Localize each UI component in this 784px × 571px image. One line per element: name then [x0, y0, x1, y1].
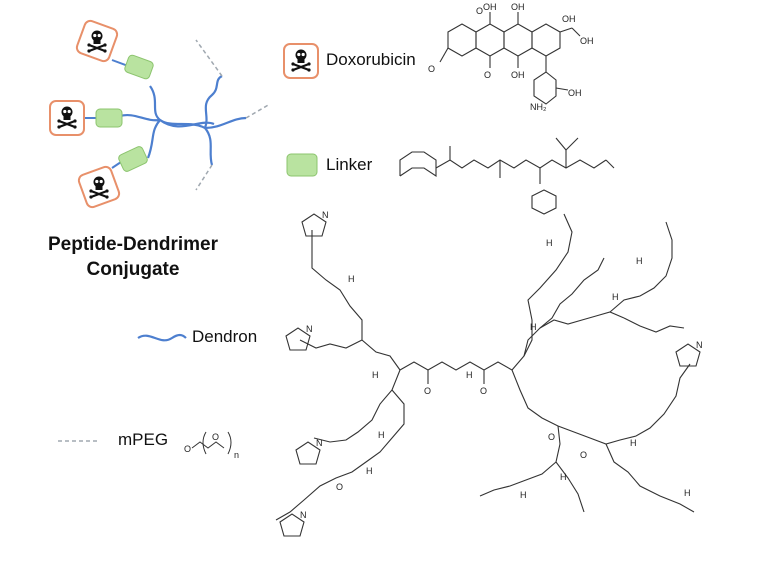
amide-o-5: O: [336, 482, 343, 492]
legend-mpeg-label: mPEG: [118, 430, 168, 450]
triazole-n-3: N: [316, 438, 323, 448]
dox-o-1: O: [476, 6, 483, 16]
dox-oh-5: OH: [562, 14, 576, 24]
triazole-n-2: N: [306, 324, 313, 334]
drug-box-2: [50, 101, 84, 135]
drug-box-1: [75, 19, 119, 63]
amide-o-1: O: [424, 386, 431, 396]
dox-oh-4: OH: [580, 36, 594, 46]
amide-h-6: H: [546, 238, 553, 248]
linker-structure: [400, 138, 614, 214]
amide-h-3: H: [348, 274, 355, 284]
amide-h-5: H: [612, 292, 619, 302]
amide-h-13: H: [366, 466, 373, 476]
drug-box-3: [77, 165, 121, 209]
dox-nh2: NH₂: [530, 102, 547, 112]
mpeg-o-2: O: [212, 432, 219, 442]
amide-h-12: H: [378, 430, 385, 440]
title-line-1: Peptide-Dendrimer: [28, 232, 238, 257]
amide-o-4: O: [580, 450, 587, 460]
legend-doxorubicin-label: Doxorubicin: [326, 50, 416, 70]
amide-h-7: H: [636, 256, 643, 266]
amide-h-11: H: [684, 488, 691, 498]
triazole-n-4: N: [300, 510, 307, 520]
doxorubicin-structure: [440, 12, 580, 104]
dox-oh-2: OH: [511, 2, 525, 12]
amide-h-1: H: [372, 370, 379, 380]
amide-h-8: H: [630, 438, 637, 448]
amide-h-9: H: [560, 472, 567, 482]
dox-o-3: O: [428, 64, 435, 74]
amide-o-2: O: [480, 386, 487, 396]
dox-o-2: O: [484, 70, 491, 80]
legend-dendron-marker: [138, 335, 186, 340]
dox-oh-1: OH: [483, 2, 497, 12]
mpeg-subscript-n: n: [234, 450, 239, 460]
title-line-2: Conjugate: [28, 257, 238, 282]
legend-doxorubicin-marker: [284, 44, 318, 78]
amide-h-10: H: [520, 490, 527, 500]
legend-linker-label: Linker: [326, 155, 372, 175]
legend-dendron-label: Dendron: [192, 327, 257, 347]
diagram-title: Peptide-Dendrimer Conjugate: [28, 232, 238, 282]
legend-linker-marker: [287, 154, 317, 176]
triazole-n-5: N: [696, 340, 703, 350]
conjugate-schematic: [50, 19, 270, 209]
dox-oh-6: OH: [568, 88, 582, 98]
dendrimer-structure: [276, 214, 694, 520]
amide-h-4: H: [530, 322, 537, 332]
linker-blocks: [96, 54, 154, 173]
triazole-n-1: N: [322, 210, 329, 220]
mpeg-o-1: O: [184, 444, 191, 454]
amide-h-2: H: [466, 370, 473, 380]
amide-o-3: O: [548, 432, 555, 442]
dox-oh-3: OH: [511, 70, 525, 80]
